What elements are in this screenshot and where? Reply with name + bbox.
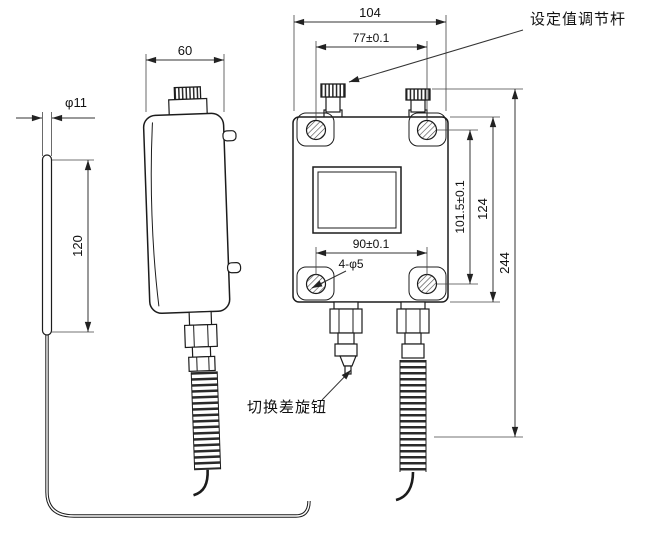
mounting-hole-top-left xyxy=(305,119,327,141)
dimension-mounting-holes: 4-φ5 xyxy=(311,257,364,289)
dimension-body-height: 124 xyxy=(450,116,500,303)
mounting-hole-bottom-left xyxy=(305,273,327,295)
side-terminal-upper xyxy=(222,130,237,142)
dim-side-width-label: 60 xyxy=(178,43,192,58)
setpoint-adjust-rod-right xyxy=(405,88,431,119)
front-sensor-coil xyxy=(395,360,427,502)
dim-bulb-diameter-label: φ11 xyxy=(65,95,87,110)
dim-front-width-label: 104 xyxy=(359,5,381,20)
mounting-hole-top-right xyxy=(416,119,438,141)
dim-top-hole-spacing-label: 77±0.1 xyxy=(353,31,390,45)
dimension-front-width: 104 xyxy=(293,5,447,111)
dim-mounting-holes-label: 4-φ5 xyxy=(338,257,363,271)
setpoint-adjust-rod-left xyxy=(320,83,346,119)
side-terminal-lower xyxy=(226,262,242,274)
front-coil-tail xyxy=(395,471,415,502)
dim-vertical-hole-spacing-label: 101.5±0.1 xyxy=(453,180,467,234)
side-body-curve xyxy=(150,122,160,307)
nameplate-window xyxy=(312,166,402,234)
dim-body-height-label: 124 xyxy=(475,198,490,220)
mounting-lugs xyxy=(296,112,447,301)
sensor-bulb xyxy=(41,154,53,336)
dimension-bulb-diameter: φ11 xyxy=(16,95,95,156)
side-bottom-fitting xyxy=(183,310,218,372)
dimension-bottom-hole-spacing: 90±0.1 xyxy=(315,237,428,275)
callout-switch-diff-knob: 切换差旋钮 xyxy=(247,369,352,416)
mounting-hole-bottom-right xyxy=(416,273,438,295)
callout-setpoint-rod-label: 设定值调节杆 xyxy=(530,11,626,28)
dimension-top-hole-spacing: 77±0.1 xyxy=(315,31,428,120)
callout-switch-diff-knob-label: 切换差旋钮 xyxy=(247,399,327,416)
dim-bulb-length-label: 120 xyxy=(70,235,85,257)
side-view xyxy=(142,86,242,497)
side-top-knob xyxy=(168,86,208,117)
dim-overall-height-label: 244 xyxy=(497,252,512,274)
callout-setpoint-rod: 设定值调节杆 xyxy=(348,11,626,83)
side-sensor-coil xyxy=(190,371,222,497)
dimension-overall-height: 244 xyxy=(432,88,523,438)
capillary-tube xyxy=(45,333,311,518)
dim-bottom-hole-spacing-label: 90±0.1 xyxy=(353,237,390,251)
side-coil-tail xyxy=(193,469,209,497)
front-fitting-right xyxy=(395,301,430,502)
dimension-bulb-length: 120 xyxy=(52,159,94,333)
dimension-vertical-hole-spacing: 101.5±0.1 xyxy=(437,129,478,285)
front-view xyxy=(292,83,449,502)
dimension-side-width: 60 xyxy=(145,43,225,112)
front-fitting-left xyxy=(329,301,363,375)
